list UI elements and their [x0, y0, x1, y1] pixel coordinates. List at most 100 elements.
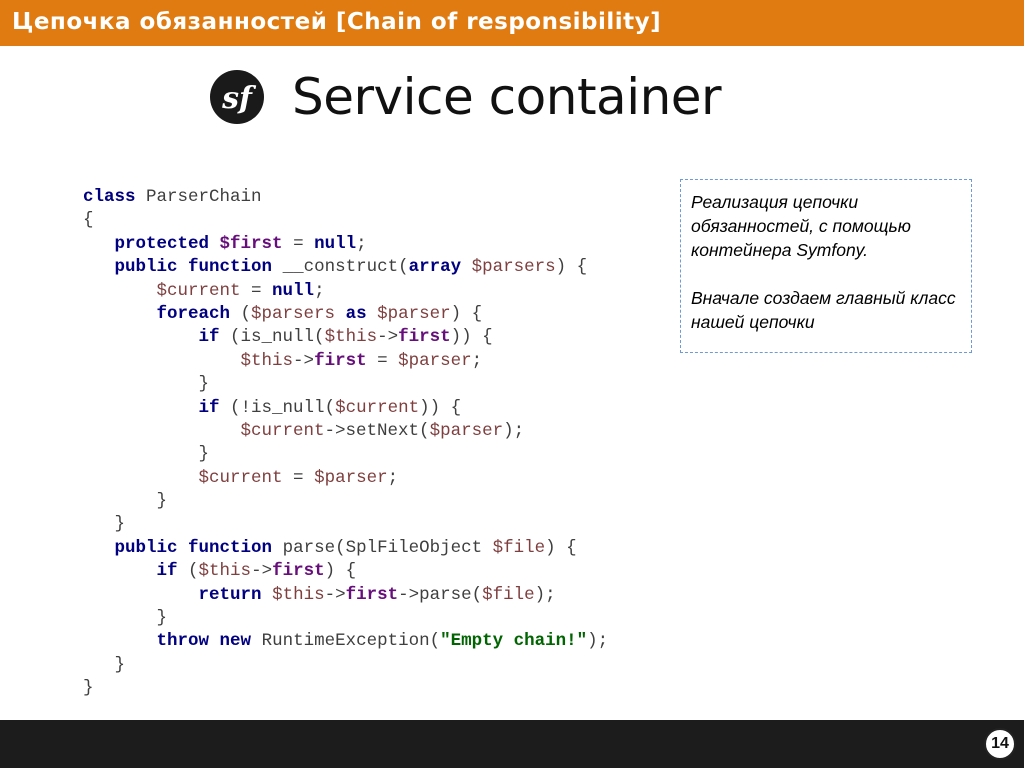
code-token: }: [83, 374, 210, 395]
code-token: RuntimeException(: [251, 631, 441, 652]
code-token: $current: [240, 420, 325, 441]
code-token: ParserChain: [135, 187, 262, 207]
code-line: public function __construct(array $parse…: [83, 256, 608, 279]
code-token: [367, 304, 378, 324]
code-line: }: [83, 490, 608, 513]
code-token: =: [366, 350, 399, 371]
code-token: $this: [272, 584, 325, 605]
code-token: first: [345, 584, 399, 605]
code-token: $parser: [377, 303, 451, 324]
code-token: [262, 585, 273, 605]
code-token: new: [219, 631, 252, 652]
code-token: as: [345, 303, 367, 324]
code-line: public function parse(SplFileObject $fil…: [83, 537, 608, 560]
code-token: ->: [324, 584, 346, 605]
code-token: }: [83, 608, 168, 629]
code-line: $current = null;: [83, 280, 608, 303]
code-line: }: [83, 373, 608, 396]
code-token: first: [272, 561, 325, 582]
header-title: Цепочка обязанностей [Chain of responsib…: [12, 9, 662, 35]
code-token: class: [83, 187, 136, 207]
code-token: )) {: [450, 327, 493, 348]
code-token: protected: [114, 233, 210, 254]
note-paragraph: Вначале создаем главный класс нашей цепо…: [691, 288, 956, 332]
code-token: [83, 327, 199, 347]
code-token: =: [240, 280, 273, 301]
code-token: ;: [314, 280, 325, 301]
code-token: ;: [471, 350, 483, 371]
code-token: }: [83, 444, 210, 465]
code-token: if: [198, 397, 220, 418]
code-line: }: [83, 654, 608, 677]
code-token: (!is_null(: [219, 397, 336, 418]
code-token: public: [114, 537, 178, 558]
code-token: (is_null(: [219, 327, 325, 348]
code-line: if (is_null($this->first)) {: [83, 326, 608, 349]
code-token: [209, 631, 220, 651]
code-token: [83, 468, 199, 488]
code-token: $current: [335, 397, 420, 418]
code-token: $parsers: [471, 257, 556, 278]
code-line: return $this->first->parse($file);: [83, 584, 608, 607]
code-token: ->: [251, 561, 273, 582]
code-token: ) {: [324, 561, 357, 582]
code-line: class ParserChain: [83, 186, 608, 209]
code-token: ->: [293, 350, 315, 371]
code-token: ) {: [450, 303, 483, 324]
code-token: function: [188, 257, 273, 278]
code-token: }: [83, 654, 126, 675]
svg-text:sf: sf: [221, 81, 257, 116]
code-token: ->parse(: [398, 584, 483, 605]
code-token: return: [198, 584, 262, 605]
note-box: Реализация цепочки обязанностей, с помощ…: [680, 179, 972, 353]
code-token: );: [587, 631, 609, 652]
code-token: ->: [377, 327, 399, 348]
code-token: $parsers: [251, 303, 336, 324]
code-token: }: [83, 678, 94, 699]
code-token: [178, 257, 189, 277]
code-token: }: [83, 491, 168, 512]
code-line: protected $first = null;: [83, 233, 608, 256]
code-token: ;: [356, 233, 367, 254]
code-token: $file: [482, 584, 535, 605]
code-token: first: [398, 327, 451, 348]
code-token: ->setNext(: [324, 420, 430, 441]
code-line: }: [83, 607, 608, 630]
code-token: );: [534, 584, 556, 605]
code-line: $current = $parser;: [83, 467, 608, 490]
code-token: [178, 538, 189, 558]
code-token: if: [156, 561, 178, 582]
page-number: 14: [984, 728, 1016, 760]
code-token: throw: [156, 631, 210, 652]
code-token: [83, 585, 199, 605]
code-token: ) {: [555, 257, 588, 278]
code-token: foreach: [156, 303, 231, 324]
code-line: if ($this->first) {: [83, 560, 608, 583]
code-block: class ParserChain{ protected $first = nu…: [83, 186, 608, 701]
code-token: =: [282, 233, 315, 254]
code-token: [83, 257, 115, 277]
code-token: [83, 561, 157, 581]
code-line: }: [83, 513, 608, 536]
code-token: ;: [387, 467, 399, 488]
code-token: $this: [198, 561, 252, 582]
code-token: {: [83, 210, 94, 231]
code-token: ) {: [545, 537, 577, 558]
code-token: null: [314, 233, 357, 254]
symfony-logo-icon: sf: [210, 70, 264, 124]
code-token: "Empty chain!": [440, 631, 588, 652]
code-line: $current->setNext($parser);: [83, 420, 608, 443]
code-token: $first: [219, 233, 283, 254]
code-token: $this: [240, 350, 294, 371]
footer-bar: [0, 720, 1024, 768]
code-line: if (!is_null($current)) {: [83, 397, 608, 420]
code-token: parse(SplFileObject: [272, 537, 493, 558]
code-token: [83, 351, 241, 371]
code-token: [83, 421, 241, 441]
code-token: array: [408, 257, 462, 278]
code-token: $file: [492, 537, 546, 558]
slide-title: Service container: [292, 68, 722, 126]
code-token: }: [83, 514, 126, 535]
code-token: [83, 631, 157, 651]
code-token: $current: [156, 280, 241, 301]
